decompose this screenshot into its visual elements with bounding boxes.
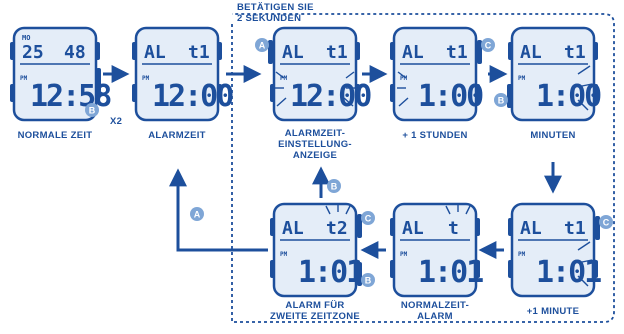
multiplier-x2: X2 (110, 116, 122, 127)
press-hint-line1: BETÄTIGEN SIE (237, 2, 314, 13)
watch-minutes-pm: PM (518, 75, 526, 82)
watch-normal-alarm-pm: PM (400, 251, 408, 258)
blink-rays-icon (445, 204, 471, 215)
caption-setting-1: ALARMZEIT- (285, 128, 346, 139)
press-hint-line2: 2 SEKUNDEN (237, 13, 301, 24)
svg-text:A: A (259, 41, 266, 51)
caption-alarm-time: ALARMZEIT (148, 130, 206, 141)
watch-setting-pm: PM (280, 75, 288, 82)
watch-setting-top-left: AL (282, 42, 304, 63)
button-c-badge: C (599, 215, 613, 229)
caption-setting-3: ANZEIGE (293, 150, 337, 161)
caption-second-zone-2: ZWEITE ZEITZONE (270, 311, 360, 322)
watch-minutes-main: 1:00 (536, 79, 601, 114)
caption-setting-2: EINSTELLUNG- (278, 139, 352, 150)
watch-plus-minute-main: 1:01 (536, 255, 601, 290)
caption-second-zone-1: ALARM FÜR (285, 300, 344, 311)
caption-minutes: MINUTEN (530, 130, 575, 141)
blink-rays-icon (397, 71, 409, 107)
watch-plus-minute-top-left: AL (520, 218, 542, 239)
blink-rays-icon (577, 241, 593, 287)
blink-rays-icon (275, 71, 355, 107)
watch-plus-minute-top-right: t1 (564, 218, 586, 239)
caption-normal-alarm-1: NORMALZEIT- (401, 300, 469, 311)
watch-minutes-top-right: t1 (564, 42, 586, 63)
button-c-badge: C (361, 211, 375, 225)
watch-normal-alarm-top-right: t (448, 218, 459, 239)
watch-hours-main: 1:00 (418, 79, 483, 114)
watch-minutes-top-left: AL (520, 42, 542, 63)
dashed-region-border (231, 13, 615, 323)
watch-normal-alarm-top-left: AL (402, 218, 424, 239)
watch-second-zone-pm: PM (280, 251, 288, 258)
watch-normal-top-left: 25 (22, 42, 44, 63)
button-c-badge: C (481, 38, 495, 52)
watch-normal-pm: PM (20, 75, 28, 82)
watch-setting-main: 12:00 (290, 79, 371, 114)
svg-text:C: C (365, 214, 372, 224)
watch-alarm-top-left: AL (144, 42, 166, 63)
watch-second-zone: AL t2 PM 1:01 (270, 202, 365, 298)
svg-text:C: C (485, 41, 492, 51)
watch-alarm-setting: AL t1 PM 12:00 (270, 26, 373, 122)
watch-second-zone-top-left: AL (282, 218, 304, 239)
watch-hours-pm: PM (400, 75, 408, 82)
svg-text:B: B (365, 276, 372, 286)
watch-setting-top-right: t1 (326, 42, 348, 63)
watch-second-zone-top-right: t2 (326, 218, 348, 239)
svg-text:B: B (331, 182, 338, 192)
watch-hours-top-right: t1 (446, 42, 468, 63)
button-a-badge: A (255, 38, 269, 52)
watch-plus-minute-pm: PM (518, 251, 526, 258)
button-b-badge: B (85, 103, 99, 117)
caption-normal-time: NORMALE ZEIT (18, 130, 93, 141)
caption-normal-alarm-2: ALARM (417, 311, 453, 322)
watch-normal-top-right: 48 (64, 42, 86, 63)
watch-alarm-pm: PM (142, 75, 150, 82)
watch-alarm-time: AL t1 PM 12:00 (132, 26, 235, 122)
button-b-badge: B (361, 273, 375, 287)
svg-text:C: C (603, 218, 610, 228)
button-b-badge: B (327, 179, 341, 193)
watch-plus-hours: AL t1 PM 1:00 (390, 26, 485, 122)
watch-normal-alarm-main: 1:01 (418, 255, 483, 290)
watch-normal-alarm: AL t PM 1:01 (390, 202, 485, 298)
watch-minutes: AL t1 PM 1:00 (508, 26, 603, 122)
button-a-badge: A (190, 207, 204, 221)
svg-text:A: A (194, 210, 201, 220)
caption-plus-minute: +1 MINUTE (527, 306, 580, 317)
watch-plus-minute: AL t1 PM 1:01 (508, 202, 603, 298)
watch-normal-day: MO (22, 34, 30, 42)
blink-rays-icon (577, 65, 593, 111)
watch-normal-time: MO 25 48 PM 12:58 (10, 26, 113, 122)
watch-hours-top-left: AL (402, 42, 424, 63)
watch-second-zone-main: 1:01 (298, 255, 363, 290)
return-arrow (169, 168, 268, 252)
svg-text:B: B (498, 96, 505, 106)
svg-text:B: B (89, 106, 96, 116)
button-b-badge: B (494, 93, 508, 107)
blink-rays-icon (325, 204, 351, 215)
caption-plus-hours: + 1 STUNDEN (402, 130, 467, 141)
watch-alarm-main: 12:00 (152, 79, 233, 114)
watch-alarm-top-right: t1 (188, 42, 210, 63)
